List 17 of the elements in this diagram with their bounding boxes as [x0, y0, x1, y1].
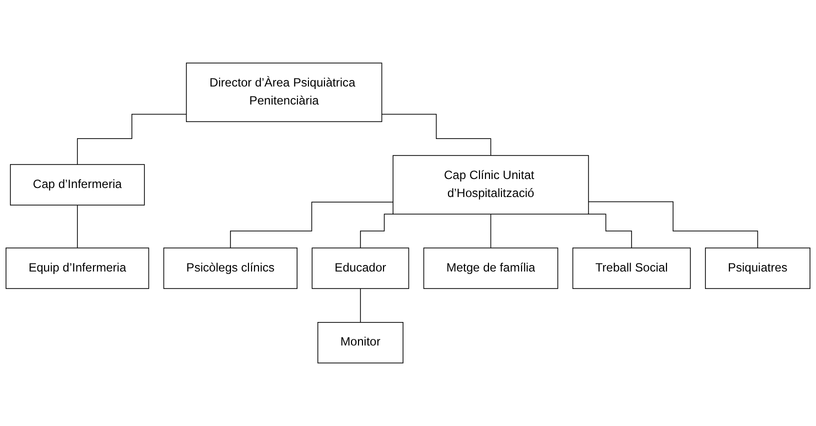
connector [77, 204, 78, 248]
connector [230, 202, 394, 248]
node-box: Psicòlegs clínics [163, 248, 298, 289]
node-box: Cap d’Infermeria [10, 164, 145, 206]
node-box: Educador [312, 248, 410, 289]
node-box: Metge de família [423, 248, 558, 289]
connector [588, 201, 758, 248]
connector [360, 288, 361, 323]
node-box: Treball Social [572, 248, 691, 289]
node-box: Equip d’Infermeria [6, 248, 150, 289]
node-box: Cap Clínic Unitat d’Hospitalització [392, 155, 589, 214]
node-box: Psiquiatres [705, 248, 810, 289]
node-box: Monitor [317, 322, 404, 364]
connector [381, 114, 492, 156]
connector [490, 214, 492, 248]
connector [77, 114, 187, 165]
node-box: Director d’Àrea Psiquiàtrica Penitenciària [186, 62, 382, 122]
